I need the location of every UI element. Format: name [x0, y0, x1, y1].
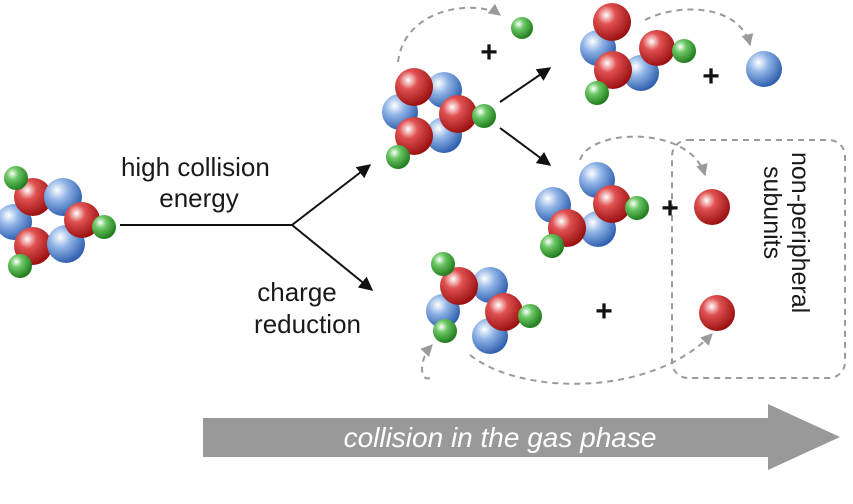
- ejection-arrows: [397, 3, 754, 385]
- gas-phase-banner-arrow: collision in the gas phase: [203, 404, 840, 470]
- dashed-arrow-red-release: [469, 333, 713, 385]
- ejected-red-subunit-upper: [694, 189, 730, 225]
- dashed-arrow-blue-ejection: [644, 8, 754, 47]
- dashed-arrow-green-return: [420, 344, 433, 380]
- arrow-to-upper-product: [499, 67, 552, 103]
- label-charge-reduction-line-2: reduction: [254, 309, 361, 339]
- label-high-collision-line-2: energy: [159, 183, 239, 213]
- plus-sign-3: +: [661, 192, 679, 225]
- label-charge-reduction: charge reduction: [254, 277, 361, 339]
- ejected-blue-subunit: [746, 51, 782, 87]
- upper-product-complex: [580, 3, 696, 105]
- intact-complex: [0, 166, 116, 278]
- label-charge-reduction-line-1: charge: [257, 277, 337, 307]
- label-high-collision-line-1: high collision: [121, 152, 270, 182]
- label-non-peripheral-line-1: non-peripheral: [786, 152, 814, 313]
- arrow-to-middle-product: [499, 127, 552, 166]
- middle-product-complex: [535, 162, 649, 258]
- reaction-arrows: [120, 67, 552, 291]
- ejected-red-subunit-lower: [699, 295, 735, 331]
- non-peripheral-box: [671, 139, 846, 379]
- ejected-green-subunit: [511, 17, 533, 39]
- plus-sign-1: +: [480, 36, 498, 69]
- activated-complex: [382, 68, 496, 169]
- label-non-peripheral-line-2: subunits: [758, 166, 786, 259]
- plus-sign-4: +: [595, 295, 613, 328]
- charge-reduced-complex: [426, 252, 542, 354]
- arrow-to-collision-branch: [291, 164, 372, 226]
- label-high-collision-energy: high collision energy: [121, 152, 277, 213]
- plus-sign-2: +: [702, 60, 720, 93]
- banner-label: collision in the gas phase: [344, 422, 657, 453]
- arrow-to-charge-branch: [291, 224, 374, 291]
- dashed-arrow-red-ejection: [579, 135, 708, 177]
- label-non-peripheral-subunits: non-peripheral subunits: [758, 152, 814, 320]
